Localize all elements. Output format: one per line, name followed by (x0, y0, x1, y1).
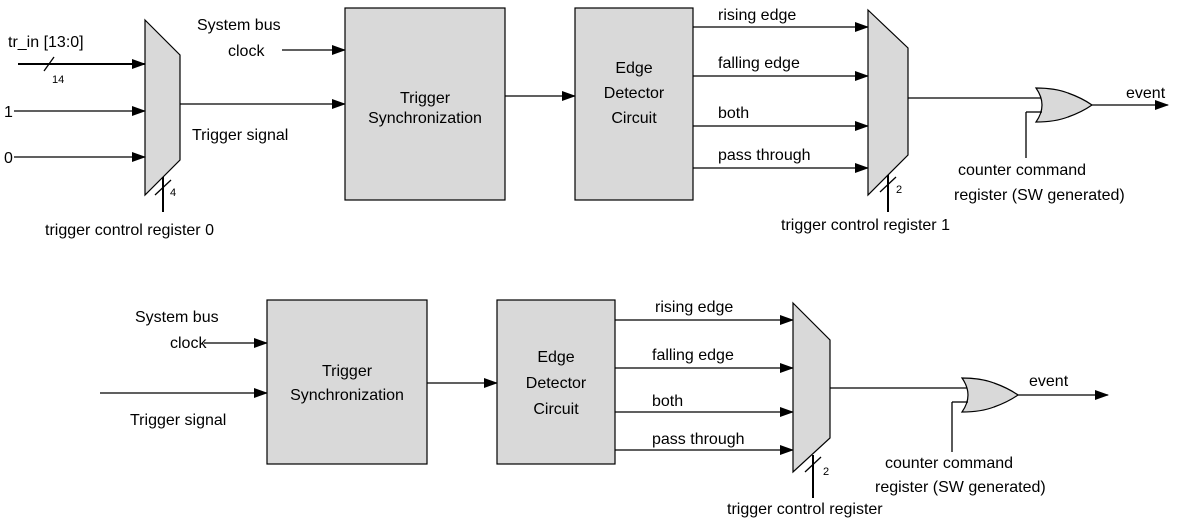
bottom-diagram: System bus clock Trigger signal Trigger … (100, 299, 1109, 518)
edge-label-1: Edge (615, 60, 652, 77)
b-sel-label: trigger control register (727, 501, 883, 518)
b-edge-label-3: Circuit (533, 401, 579, 418)
sync-label-2: Synchronization (368, 110, 482, 127)
clock-label-1: System bus (197, 17, 281, 34)
b-pass-through-label: pass through (652, 431, 745, 448)
b-counter-label-2: register (SW generated) (875, 479, 1046, 496)
b-rising-edge-label: rising edge (655, 299, 733, 316)
b-output-mux (792, 301, 831, 474)
edge-label-2: Detector (604, 85, 665, 102)
b-edge-label-1: Edge (537, 349, 574, 366)
b-both-label: both (652, 393, 683, 410)
sel1-label: trigger control register 1 (781, 217, 950, 234)
trigger-signal-label: Trigger signal (192, 127, 288, 144)
trigger-sync-block (344, 7, 506, 201)
b-falling-edge-label: falling edge (652, 347, 734, 364)
counter-label-2: register (SW generated) (954, 187, 1125, 204)
input-tr-in-label: tr_in [13:0] (8, 34, 84, 51)
rising-edge-label: rising edge (718, 7, 796, 24)
b-edge-detector-block (496, 299, 616, 465)
input-mux (144, 18, 181, 197)
counter-label-1: counter command (958, 162, 1086, 179)
sync-label-1: Trigger (400, 90, 451, 107)
top-diagram: 14 tr_in [13:0] 1 0 4 trigger control re… (4, 7, 1169, 239)
input-1-label: 1 (4, 104, 13, 121)
sel0-label: trigger control register 0 (45, 222, 214, 239)
b-edge-label-2: Detector (526, 375, 587, 392)
sel0-slash (154, 179, 172, 196)
bus-slash-in (43, 56, 55, 72)
edge-detector-block (574, 7, 694, 201)
bus-width-in: 14 (52, 74, 64, 86)
b-or-gate (960, 377, 1020, 413)
b-trigger-sync-block (266, 299, 428, 465)
sel0-width: 4 (170, 187, 176, 199)
b-sel-slash (804, 456, 822, 473)
event-label: event (1126, 85, 1166, 102)
both-label: both (718, 105, 749, 122)
b-counter-label-1: counter command (885, 455, 1013, 472)
clock-label-2: clock (228, 43, 265, 60)
b-clock-label-2: clock (170, 335, 207, 352)
b-sync-label-2: Synchronization (290, 387, 404, 404)
b-event-label: event (1029, 373, 1069, 390)
sel1-width: 2 (896, 184, 902, 196)
b-clock-label-1: System bus (135, 309, 219, 326)
b-sync-label-1: Trigger (322, 363, 373, 380)
sel1-slash (879, 176, 897, 193)
edge-label-3: Circuit (611, 110, 657, 127)
output-mux (867, 8, 909, 197)
or-gate (1034, 87, 1094, 123)
b-trigger-signal-label: Trigger signal (130, 412, 226, 429)
pass-through-label: pass through (718, 147, 811, 164)
b-sel-width: 2 (823, 466, 829, 478)
input-0-label: 0 (4, 150, 13, 167)
falling-edge-label: falling edge (718, 55, 800, 72)
